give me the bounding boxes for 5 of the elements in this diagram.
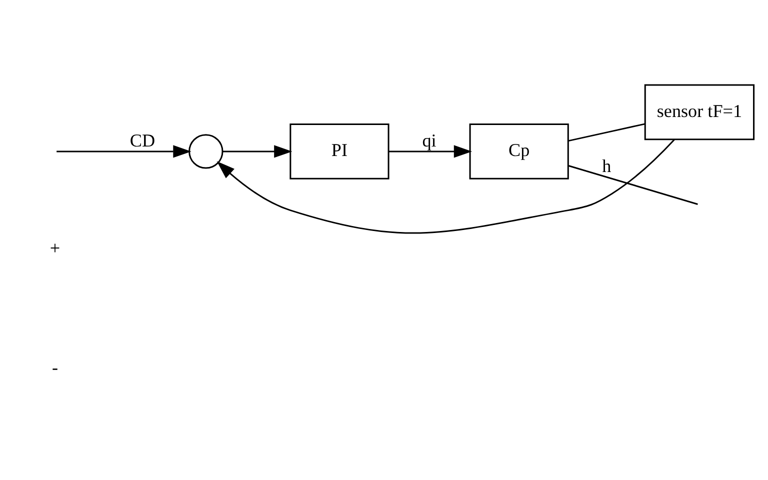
label: - (52, 356, 58, 377)
label: + (50, 238, 60, 258)
edge-label: CD (130, 130, 156, 150)
edge-label: qi (422, 130, 436, 150)
edge-label: h (602, 155, 612, 176)
